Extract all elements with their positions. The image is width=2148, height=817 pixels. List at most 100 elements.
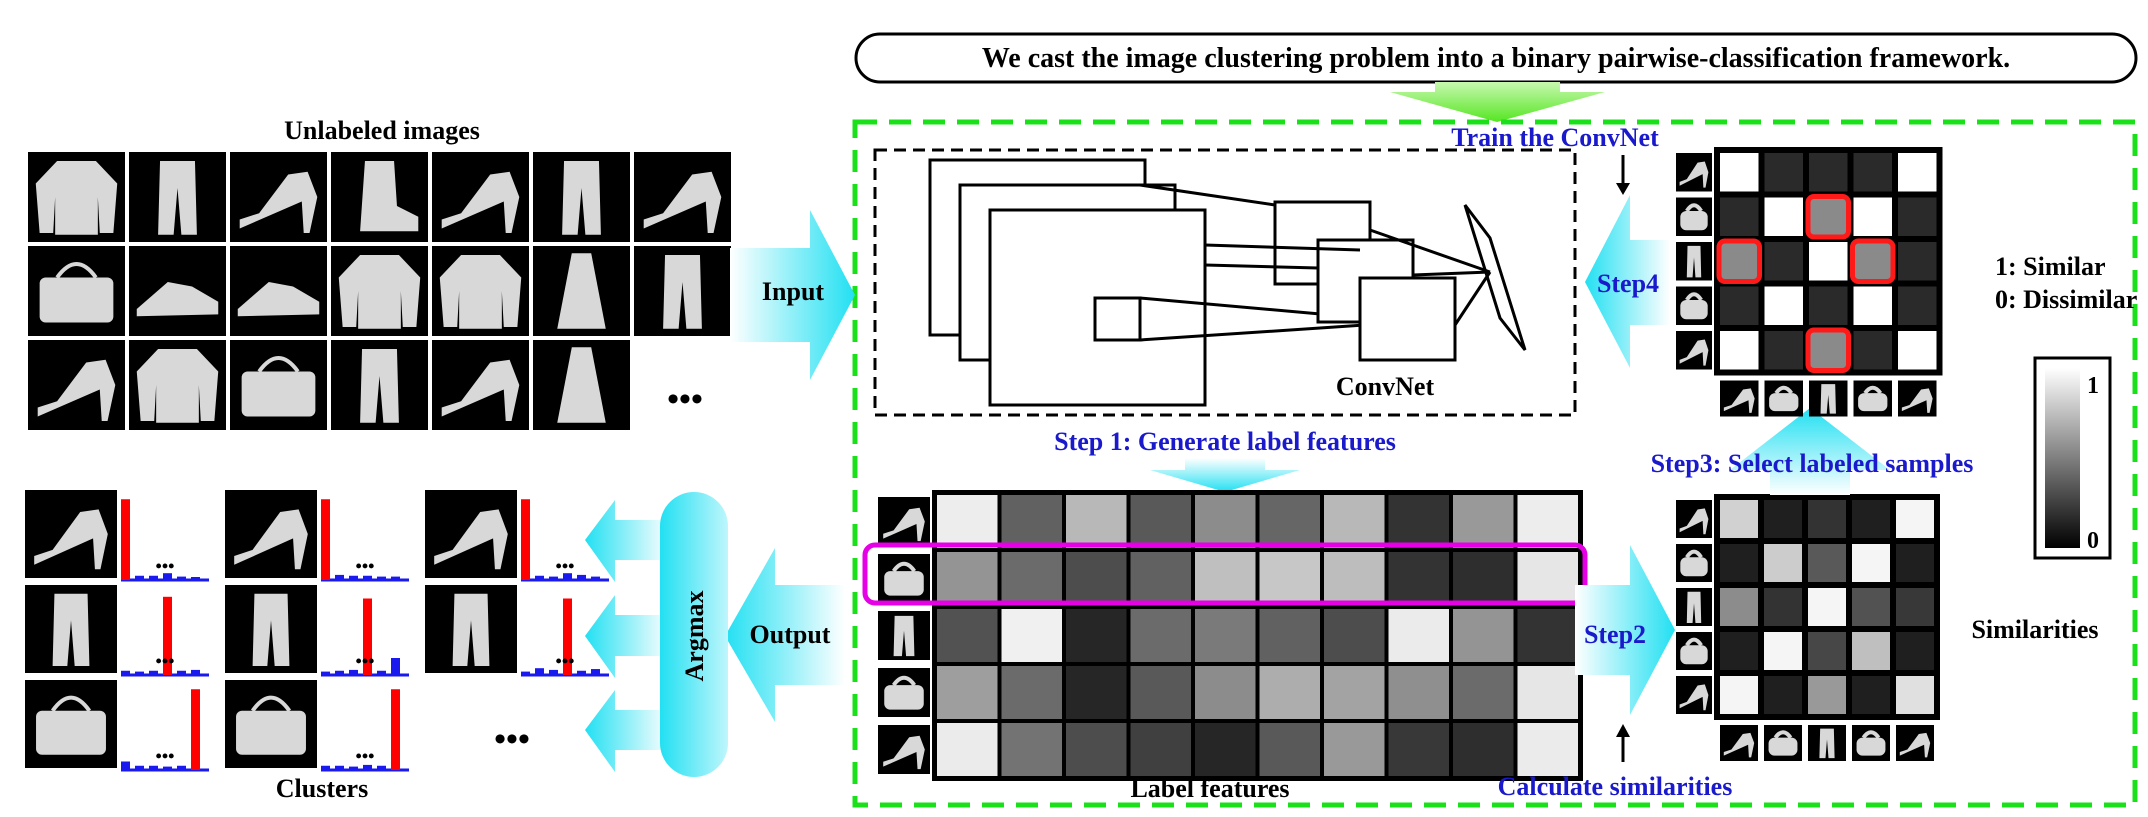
similarity-cell bbox=[1808, 632, 1846, 670]
histogram-bar bbox=[335, 765, 344, 770]
feature-cell bbox=[1388, 552, 1449, 605]
feature-cell bbox=[1453, 666, 1514, 719]
histogram-bar bbox=[377, 576, 386, 580]
histogram-bar bbox=[363, 598, 372, 675]
feature-cell bbox=[937, 666, 998, 719]
train-convnet-label: Train the ConvNet bbox=[1451, 123, 1659, 152]
clothing-icon bbox=[1856, 730, 1886, 756]
clothing-icon bbox=[1680, 292, 1708, 320]
input-label: Input bbox=[762, 277, 824, 306]
argmax-bar bbox=[660, 492, 728, 777]
clothing-icon bbox=[36, 695, 106, 755]
clothing-icon bbox=[1679, 684, 1709, 711]
clothing-icon bbox=[441, 359, 520, 421]
clothing-icon bbox=[557, 253, 606, 329]
step4-arrow bbox=[1585, 195, 1670, 368]
histogram-bar bbox=[591, 576, 600, 580]
similarity-cell bbox=[1852, 632, 1890, 670]
clothing-icon bbox=[136, 349, 219, 423]
output-arrow bbox=[725, 548, 845, 722]
similarity-cell bbox=[1720, 500, 1758, 538]
label-features-label: Label features bbox=[1130, 774, 1289, 803]
clothing-icon bbox=[1680, 203, 1708, 231]
clothing-icon bbox=[1679, 161, 1709, 188]
histogram-bar bbox=[191, 577, 200, 580]
clothing-icon bbox=[1899, 732, 1931, 758]
colorbar-max-label: 1 bbox=[2087, 373, 2099, 399]
label-feature-matrix bbox=[932, 490, 1583, 781]
feature-cell bbox=[937, 495, 998, 548]
clothing-icon bbox=[360, 349, 399, 423]
feature-cell bbox=[1066, 609, 1127, 662]
feature-cell bbox=[1001, 609, 1062, 662]
feature-cell bbox=[1324, 666, 1385, 719]
feature-cell bbox=[1517, 552, 1578, 605]
clothing-icon bbox=[1723, 732, 1755, 758]
histogram-bar bbox=[177, 670, 186, 675]
histogram-bar bbox=[135, 671, 144, 675]
similarity-cell bbox=[1720, 588, 1758, 626]
clothing-icon bbox=[883, 507, 925, 542]
step2-label: Step2 bbox=[1584, 620, 1646, 649]
calc-arrowhead bbox=[1616, 724, 1630, 737]
binary-cell bbox=[1720, 153, 1759, 192]
histogram-bar bbox=[191, 689, 200, 770]
binary-cell bbox=[1809, 153, 1848, 192]
similarity-cell bbox=[1720, 632, 1758, 670]
histogram-bar bbox=[335, 574, 344, 580]
clothing-icon bbox=[557, 347, 606, 423]
feature-cell bbox=[1388, 666, 1449, 719]
feature-cell bbox=[1453, 723, 1514, 776]
step3-label: Step3: Select labeled samples bbox=[1651, 449, 1974, 478]
histogram-bar bbox=[321, 499, 330, 580]
feature-cell bbox=[1259, 552, 1320, 605]
histogram-bar bbox=[349, 575, 358, 580]
clothing-icon bbox=[1858, 385, 1888, 412]
feature-cell bbox=[1259, 666, 1320, 719]
feature-cell bbox=[1195, 609, 1256, 662]
histogram-ellipsis: ••• bbox=[156, 746, 175, 766]
histogram-ellipsis: ••• bbox=[356, 651, 375, 671]
binary-cell bbox=[1764, 197, 1803, 236]
binary-cell bbox=[1898, 286, 1937, 325]
clothing-icon bbox=[884, 675, 924, 710]
histogram-bar bbox=[121, 670, 130, 675]
convnet-label: ConvNet bbox=[1336, 372, 1435, 401]
similarity-cell bbox=[1852, 676, 1890, 714]
feature-cell bbox=[1324, 495, 1385, 548]
clothing-icon bbox=[241, 356, 316, 417]
histogram-bar bbox=[121, 761, 130, 770]
clothing-icon bbox=[1819, 728, 1835, 759]
clothing-icon bbox=[1768, 730, 1798, 756]
histogram-bar bbox=[535, 668, 544, 675]
histogram-bar bbox=[377, 670, 386, 675]
feature-cell bbox=[1195, 495, 1256, 548]
convnet-drawing bbox=[928, 158, 1527, 407]
feature-cell bbox=[1130, 723, 1191, 776]
clothing-icon bbox=[136, 282, 219, 317]
histogram-bar bbox=[335, 670, 344, 675]
histogram-bar bbox=[349, 669, 358, 675]
feature-cell bbox=[1195, 666, 1256, 719]
binary-cell bbox=[1898, 331, 1937, 370]
histogram-bar bbox=[121, 499, 130, 580]
clothing-icon bbox=[1679, 339, 1709, 366]
histogram-bar bbox=[135, 765, 144, 770]
feature-cell bbox=[1001, 495, 1062, 548]
histogram-ellipsis: ••• bbox=[556, 651, 575, 671]
histogram-bar bbox=[321, 671, 330, 675]
clothing-icon bbox=[441, 171, 520, 233]
clothing-icon bbox=[439, 255, 522, 329]
feature-cell bbox=[1066, 666, 1127, 719]
histogram-bar bbox=[163, 766, 172, 770]
clothing-icon bbox=[39, 262, 114, 323]
unlabeled-images-label: Unlabeled images bbox=[284, 116, 480, 145]
step1-label: Step 1: Generate label features bbox=[1054, 427, 1396, 456]
similarity-cell bbox=[1852, 588, 1890, 626]
clothing-icon bbox=[234, 509, 308, 570]
feature-cell bbox=[1324, 723, 1385, 776]
clothing-icon bbox=[1680, 549, 1708, 577]
similarity-cell bbox=[1896, 588, 1934, 626]
binary-cell bbox=[1898, 153, 1937, 192]
binary-cell bbox=[1898, 242, 1937, 281]
